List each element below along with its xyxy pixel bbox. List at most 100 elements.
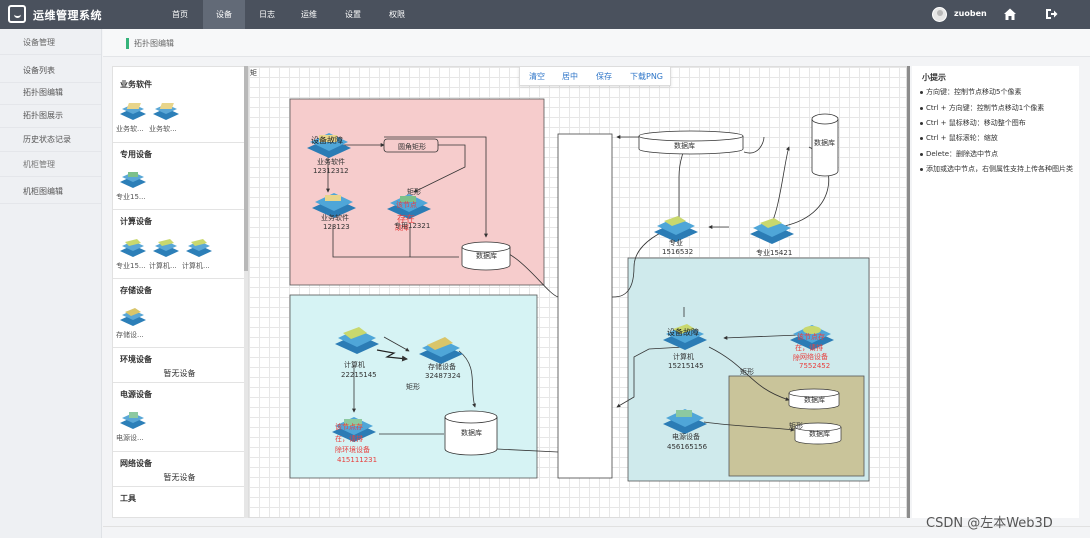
node-pc1-id: 22215145 bbox=[341, 371, 377, 379]
tips-panel: 小提示 方向键：控制节点移动5个像素 Ctrl + 方向键：控制节点移动1个像素… bbox=[912, 66, 1079, 518]
palette-node-label: 计算机... bbox=[149, 262, 177, 270]
node-network-fault-2: 在，请排 bbox=[795, 343, 823, 352]
palette-node-business-2[interactable]: 业务软... bbox=[149, 100, 183, 138]
node-storage[interactable] bbox=[419, 337, 463, 364]
node-env-name: 环境设备 bbox=[342, 445, 370, 454]
palette-scrollbar[interactable] bbox=[244, 66, 248, 518]
sidebar-group-cabinet[interactable]: 机柜管理 bbox=[0, 153, 101, 177]
node-network-name: 网络设备 bbox=[800, 352, 828, 361]
nav-home[interactable]: 首页 bbox=[172, 10, 188, 19]
db-node-2[interactable] bbox=[444, 410, 498, 456]
save-button[interactable]: 保存 bbox=[596, 72, 612, 81]
node-fault-3[interactable] bbox=[663, 324, 707, 350]
node-env-id: 415111231 bbox=[337, 456, 377, 464]
server-node-icon bbox=[153, 103, 179, 120]
node-spec2[interactable] bbox=[654, 216, 698, 242]
tip-item: 方向键：控制节点移动5个像素 bbox=[920, 87, 1076, 97]
palette-node-compute-2[interactable]: 计算机... bbox=[149, 237, 183, 275]
db-node-1-label: 数据库 bbox=[476, 251, 497, 260]
nav-devices[interactable]: 设备 bbox=[203, 0, 245, 29]
palette-node-compute-1[interactable]: 专业15... bbox=[116, 237, 150, 275]
node-env-fault-1: 该节点存 bbox=[335, 422, 363, 431]
tip-item: Delete：删除选中节点 bbox=[920, 149, 1076, 159]
clear-button[interactable]: 清空 bbox=[529, 72, 545, 81]
node-special-name: 专用12321 bbox=[394, 221, 430, 230]
watermark: CSDN @左本Web3D bbox=[926, 516, 1053, 531]
node-env-fault-2: 在，请排 bbox=[335, 434, 363, 443]
rounded-rect-node[interactable] bbox=[383, 138, 439, 153]
rect-b-label: 矩形 bbox=[406, 382, 420, 391]
palette-title-business: 业务软件 bbox=[120, 80, 152, 89]
device-node-icon bbox=[120, 172, 146, 188]
node-network-fault[interactable] bbox=[790, 325, 834, 350]
palette-scrollbar-thumb[interactable] bbox=[244, 66, 248, 271]
db-node-1[interactable] bbox=[461, 241, 511, 271]
node-fault-1[interactable] bbox=[307, 133, 351, 158]
canvas-divider[interactable] bbox=[907, 66, 910, 518]
computer-node-icon bbox=[153, 239, 179, 257]
db-node-top[interactable] bbox=[638, 130, 744, 155]
logo-icon bbox=[8, 5, 26, 23]
node-storage-name: 存储设备 bbox=[428, 362, 456, 371]
breadcrumb: 拓扑图编辑 bbox=[103, 29, 1090, 57]
db-node-3[interactable] bbox=[788, 388, 840, 410]
node-power-name: 电源设备 bbox=[672, 432, 700, 441]
nav-permissions[interactable]: 权限 bbox=[389, 10, 405, 19]
node-pc2-name: 计算机 bbox=[673, 352, 694, 361]
node-network-fault-1: 该节点存 bbox=[797, 332, 825, 341]
topology-canvas[interactable]: 矩 bbox=[248, 66, 907, 518]
palette-node-business-1[interactable]: 业务软... bbox=[116, 100, 150, 138]
db-node-3-label: 数据库 bbox=[804, 395, 825, 404]
tip-item: Ctrl + 鼠标滚轮：缩放 bbox=[920, 133, 1076, 143]
download-png-button[interactable]: 下载PNG bbox=[630, 72, 664, 81]
sidebar: 设备管理 设备列表 拓扑图编辑 拓扑图展示 历史状态记录 机柜管理 机柜图编辑 bbox=[0, 29, 102, 538]
avatar[interactable] bbox=[932, 7, 947, 22]
db-node-right[interactable] bbox=[811, 113, 839, 177]
node-biz1-name: 业务软件 bbox=[317, 157, 345, 166]
palette-title-compute: 计算设备 bbox=[120, 217, 152, 226]
topology-diagram[interactable]: 矩 bbox=[249, 67, 907, 518]
logout-icon[interactable] bbox=[1043, 6, 1059, 22]
node-network-fault-3: 除 bbox=[793, 353, 800, 362]
palette-node-special-1[interactable]: 专业15... bbox=[116, 168, 150, 206]
tip-item: Ctrl + 鼠标移动：移动整个图布 bbox=[920, 118, 1076, 128]
node-env-fault[interactable] bbox=[332, 417, 376, 442]
palette-node-label: 计算机... bbox=[182, 262, 210, 270]
node-spec3[interactable] bbox=[750, 218, 794, 244]
node-special-fault[interactable] bbox=[387, 194, 431, 219]
palette-node-label: 业务软... bbox=[149, 125, 177, 133]
node-power[interactable] bbox=[663, 409, 707, 434]
palette-title-network: 网络设备 bbox=[120, 459, 152, 468]
db-node-2-label: 数据库 bbox=[461, 428, 482, 437]
sidebar-item-device-list[interactable]: 设备列表 bbox=[0, 59, 101, 83]
node-pc1[interactable] bbox=[335, 327, 379, 354]
nav-settings[interactable]: 设置 bbox=[345, 10, 361, 19]
sidebar-item-topology-edit[interactable]: 拓扑图编辑 bbox=[0, 81, 101, 105]
node-biz2-id: 123123 bbox=[323, 223, 350, 231]
username[interactable]: zuoben bbox=[954, 9, 987, 18]
sidebar-item-topology-view[interactable]: 拓扑图展示 bbox=[0, 104, 101, 128]
node-biz2[interactable] bbox=[312, 193, 356, 218]
canvas-corner-label: 矩 bbox=[250, 68, 257, 77]
palette-node-power-1[interactable]: 电源设... bbox=[116, 409, 150, 447]
nav-ops[interactable]: 运维 bbox=[301, 10, 317, 19]
tips-title: 小提示 bbox=[922, 73, 946, 82]
sidebar-item-cabinet-edit[interactable]: 机柜图编辑 bbox=[0, 180, 101, 204]
sidebar-item-history[interactable]: 历史状态记录 bbox=[0, 128, 101, 152]
palette-title-special: 专用设备 bbox=[120, 150, 152, 159]
palette-node-compute-3[interactable]: 计算机... bbox=[182, 237, 216, 275]
node-special-fault-a: 该节点 bbox=[396, 200, 417, 209]
palette-node-label: 专业15... bbox=[116, 262, 146, 270]
top-bar: 运维管理系统 首页 设备 日志 运维 设置 权限 zuoben bbox=[0, 0, 1090, 29]
palette-title-env: 环境设备 bbox=[120, 355, 152, 364]
db-node-4[interactable] bbox=[794, 422, 842, 445]
nav-logs[interactable]: 日志 bbox=[259, 10, 275, 19]
switch-rack[interactable] bbox=[557, 133, 613, 479]
center-button[interactable]: 居中 bbox=[562, 72, 578, 81]
home-icon[interactable] bbox=[1002, 6, 1018, 22]
palette-node-label: 存储设... bbox=[116, 331, 144, 339]
palette-empty-network: 暂无设备 bbox=[163, 473, 196, 482]
sidebar-group-device-management[interactable]: 设备管理 bbox=[0, 31, 101, 55]
palette-node-storage-1[interactable]: 存储设... bbox=[116, 306, 150, 344]
rounded-rect-label: 圆角矩形 bbox=[398, 142, 426, 151]
